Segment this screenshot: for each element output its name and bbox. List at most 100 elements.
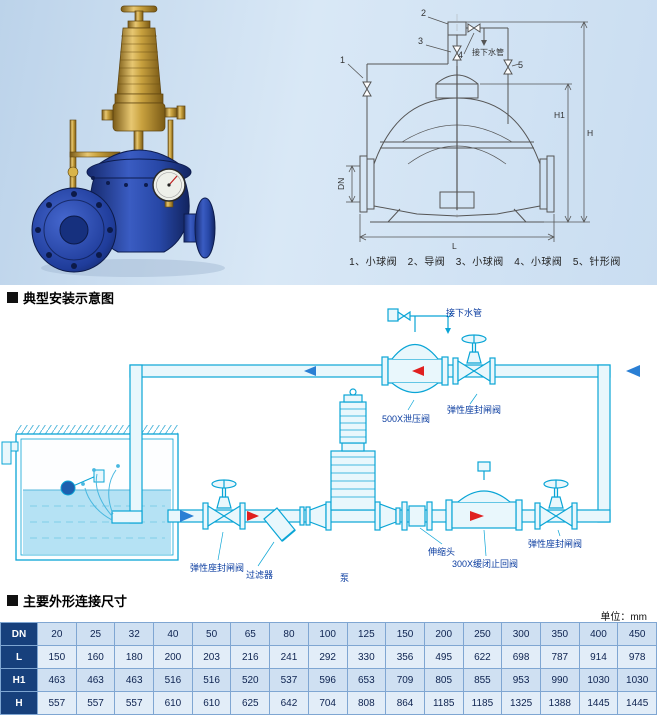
dimension-cell: 463 xyxy=(75,668,116,692)
dimension-cell: 292 xyxy=(307,645,348,669)
dimension-cell: 1445 xyxy=(578,691,619,715)
dimension-cell: 990 xyxy=(539,668,580,692)
dim-dn-label: DN xyxy=(336,178,346,190)
pressure-gauge xyxy=(152,168,186,208)
dims-section-title: 主要外形连接尺寸 xyxy=(7,591,127,610)
dimension-cell: 125 xyxy=(346,622,387,646)
dimension-cell: 216 xyxy=(230,645,271,669)
dimension-lines xyxy=(346,16,590,242)
dimension-cell: 1185 xyxy=(462,691,503,715)
callout-2: 2 xyxy=(421,8,426,18)
product-hero: 1 2 3 4 5 接下水管 H1 H DN L 1、小球阀 2、导阀 3、小球… xyxy=(0,0,657,285)
label-leaders xyxy=(217,311,561,567)
dimension-cell: 495 xyxy=(423,645,464,669)
strainer xyxy=(263,507,296,542)
label-relief-valve: 500X泄压阀 xyxy=(382,414,431,424)
dimension-cell: 864 xyxy=(385,691,425,715)
dimension-cell: 610 xyxy=(153,691,193,715)
row-header-L: L xyxy=(0,645,38,669)
inlet-flange xyxy=(31,187,117,273)
dimension-cell: 400 xyxy=(578,622,619,646)
dimension-cell: 537 xyxy=(269,668,309,692)
dimension-cell: 32 xyxy=(114,622,155,646)
dimension-cell: 704 xyxy=(307,691,348,715)
dimension-cell: 300 xyxy=(501,622,541,646)
callout-3: 3 xyxy=(418,36,423,46)
dimension-cell: 100 xyxy=(307,622,348,646)
label-gate-valve-top: 弹性座封闸阀 xyxy=(447,405,502,415)
water-tank xyxy=(1,425,179,561)
dimension-cell: 356 xyxy=(385,645,425,669)
dimension-cell: 150 xyxy=(385,622,425,646)
dimension-cell: 1185 xyxy=(423,691,464,715)
label-gate-valve-left: 弹性座封闸阀 xyxy=(190,563,245,573)
dim-h1-label: H1 xyxy=(554,110,565,120)
dimension-cell: 653 xyxy=(346,668,387,692)
dimension-cell: 150 xyxy=(37,645,77,669)
dimension-cell: 953 xyxy=(501,668,541,692)
dimension-cell: 622 xyxy=(462,645,503,669)
expansion-joint xyxy=(379,501,433,531)
dimension-cell: 25 xyxy=(75,622,116,646)
unit-label: 单位：mm xyxy=(600,612,647,623)
dimension-cell: 805 xyxy=(423,668,464,692)
dimension-cell: 200 xyxy=(423,622,464,646)
dimension-cell: 516 xyxy=(191,668,232,692)
parts-caption: 1、小球阀 2、导阀 3、小球阀 4、小球阀 5、针形阀 xyxy=(349,257,621,268)
dimension-cell: 642 xyxy=(269,691,309,715)
dimension-cell: 516 xyxy=(153,668,193,692)
row-header-H1: H1 xyxy=(0,668,38,692)
dimension-cell: 787 xyxy=(539,645,580,669)
dimension-cell: 80 xyxy=(269,622,309,646)
dimension-cell: 160 xyxy=(75,645,116,669)
dimension-cell: 610 xyxy=(191,691,232,715)
drain-label: 接下水管 xyxy=(472,47,504,57)
dims-section-title-text: 主要外形连接尺寸 xyxy=(23,594,128,609)
installation-diagram xyxy=(1,308,640,567)
callout-1: 1 xyxy=(340,55,345,65)
section-bullet-icon xyxy=(7,595,18,606)
dimension-cell: 200 xyxy=(153,645,193,669)
pilot-assembly xyxy=(101,5,186,164)
dimension-cell: 557 xyxy=(37,691,77,715)
label-strainer: 过滤器 xyxy=(246,570,274,580)
float-ball xyxy=(60,480,76,496)
dimension-cell: 50 xyxy=(191,622,232,646)
relief-valve-500x xyxy=(381,308,451,394)
dimension-cell: 1325 xyxy=(501,691,541,715)
dimension-cell: 698 xyxy=(501,645,541,669)
install-section-title-text: 典型安装示意图 xyxy=(23,291,115,306)
flow-arrow xyxy=(626,365,640,377)
dimension-cell: 180 xyxy=(114,645,155,669)
section-bullet-icon xyxy=(7,292,18,303)
dimension-cell: 350 xyxy=(539,622,580,646)
dimension-cell: 1030 xyxy=(617,668,657,692)
dimension-cell: 450 xyxy=(617,622,657,646)
dimension-cell: 203 xyxy=(191,645,232,669)
dimension-cell: 65 xyxy=(230,622,271,646)
dimension-cell: 250 xyxy=(462,622,503,646)
callout-5: 5 xyxy=(518,60,523,70)
dimension-cell: 1388 xyxy=(539,691,580,715)
dimension-cell: 463 xyxy=(37,668,77,692)
flow-arrow xyxy=(304,366,316,376)
dimension-cell: 978 xyxy=(617,645,657,669)
label-drain-pipe: 接下水管 xyxy=(446,308,483,318)
dimension-cell: 330 xyxy=(346,645,387,669)
top-pipe xyxy=(129,364,611,378)
dimension-cell: 241 xyxy=(269,645,309,669)
dimension-cell: 914 xyxy=(578,645,619,669)
callout-4: 4 xyxy=(458,50,463,60)
valve-section-outline xyxy=(359,14,555,223)
riser-pipe xyxy=(597,364,611,523)
dimension-cell: 709 xyxy=(385,668,425,692)
dimension-cell: 557 xyxy=(75,691,116,715)
label-gate-valve-right: 弹性座封闸阀 xyxy=(528,539,583,549)
discharge-elbow xyxy=(111,510,143,524)
